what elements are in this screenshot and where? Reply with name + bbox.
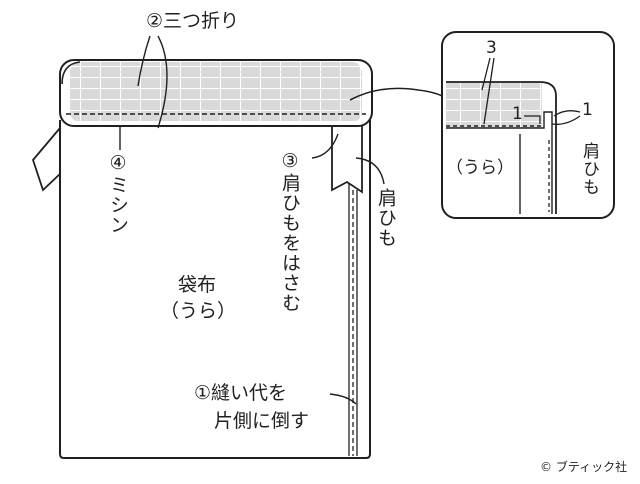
detail-leader-1r (551, 110, 581, 125)
detail-leader-3b (483, 57, 495, 125)
zoom-connector (349, 87, 447, 101)
detail-hem-grid (446, 82, 542, 128)
detail-label-reverse: （うら） (446, 158, 514, 178)
leader-step3 (311, 133, 339, 159)
label-bag-fabric: 袋布 (178, 274, 217, 296)
detail-label-1-left: 1 (512, 104, 523, 124)
label-bag-reverse: （うら） (160, 300, 237, 322)
detail-label-3: 3 (486, 38, 497, 58)
label-step4: ④ミシン (107, 152, 129, 235)
label-step3: ③肩ひもをはさむ (279, 150, 301, 313)
detail-inner-fold (446, 111, 553, 214)
leader-step2-b (157, 35, 168, 129)
copyright: © ブティック社 (540, 460, 628, 474)
bag-body (59, 120, 371, 459)
detail-leader-1l (524, 115, 541, 124)
leader-step1 (329, 393, 357, 405)
detail-label-1-right: 1 (582, 100, 593, 120)
detail-label-strap: 肩ひも (579, 142, 599, 196)
detail-fold (446, 81, 557, 214)
left-strap-end (31, 127, 63, 192)
leader-strap (355, 157, 385, 185)
label-step1-line1: ①縫い代を (194, 382, 288, 404)
leader-step2-a (137, 35, 151, 87)
right-strap (331, 126, 363, 194)
hem-edge-line (61, 61, 81, 85)
detail-leader-3a (481, 57, 491, 91)
label-strap: 肩ひも (375, 188, 397, 248)
label-step2: ②三つ折り (146, 10, 240, 32)
hem-grid (70, 62, 362, 122)
label-step1-line2: 片側に倒す (214, 410, 310, 432)
